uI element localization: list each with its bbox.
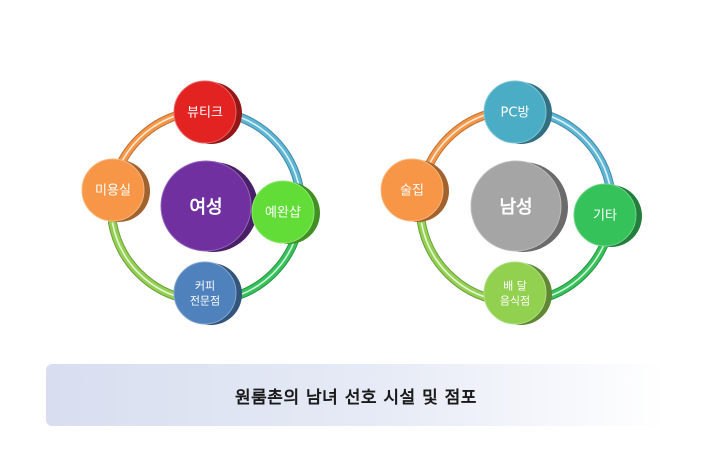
node-label: PC방 (501, 106, 530, 121)
center-node: 여성 (160, 160, 258, 252)
center-label: 여성 (189, 197, 222, 218)
node-left: 술집 (380, 158, 449, 222)
node-label: 배 달 (503, 279, 527, 292)
caption-bar: 원룸촌의 남녀 선호 시설 및 점포 (46, 364, 666, 426)
node-label: 커피 (195, 279, 215, 292)
node-label: 술집 (400, 184, 424, 199)
node-face (483, 261, 547, 325)
node-label: 음식점 (500, 294, 530, 307)
center-node-face (470, 160, 562, 252)
node-label: 예완샵 (265, 206, 301, 221)
node-right: 기타 (573, 183, 642, 247)
node-label: 미용실 (95, 184, 131, 199)
node-top: 뷰티크 (173, 80, 242, 144)
node-face (173, 80, 237, 144)
node-face (81, 158, 145, 222)
node-label: 뷰티크 (187, 106, 223, 121)
center-label: 남성 (499, 197, 532, 218)
center-node: 남성 (470, 160, 568, 252)
caption-title: 원룸촌의 남녀 선호 시설 및 점포 (235, 387, 477, 408)
node-label: 전문점 (190, 294, 220, 307)
node-face (251, 180, 315, 244)
node-label: 기타 (593, 209, 617, 224)
node-face (483, 80, 547, 144)
node-left: 미용실 (81, 158, 150, 222)
node-right: 예완샵 (251, 180, 320, 244)
node-top: PC방 (483, 80, 552, 144)
node-face (173, 261, 237, 325)
node-face (573, 183, 637, 247)
node-face (380, 158, 444, 222)
center-node-face (160, 160, 252, 252)
